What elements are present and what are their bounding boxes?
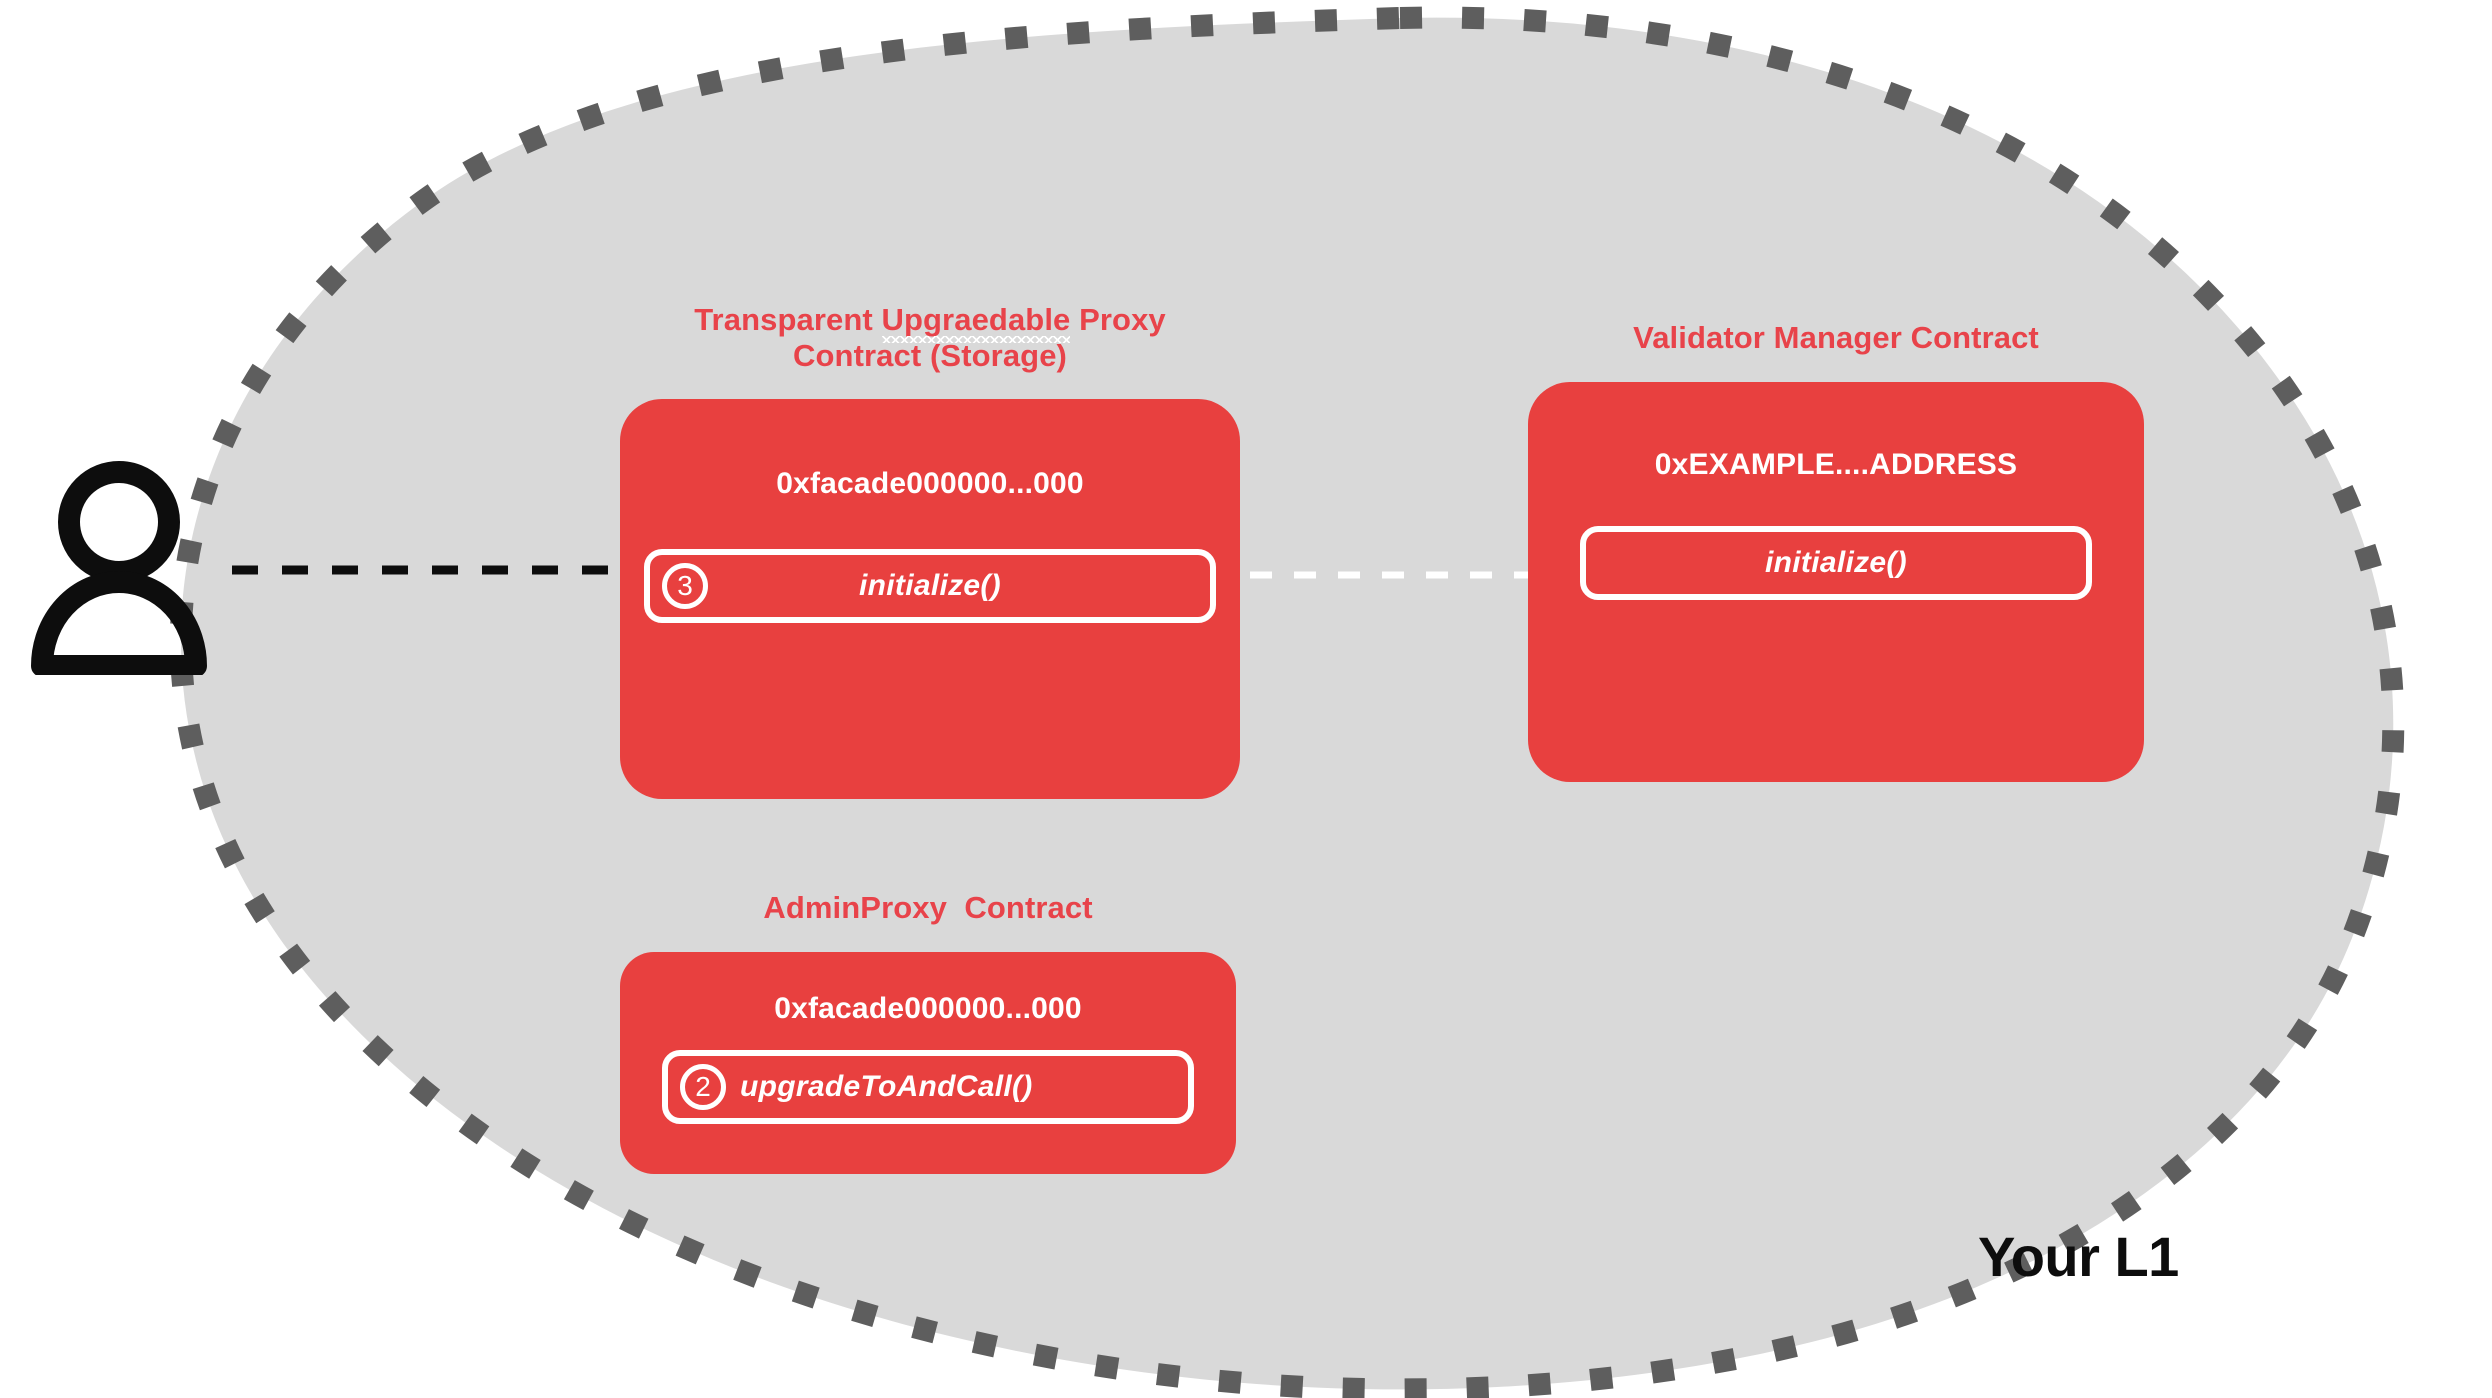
contract-admin-proxy: AdminProxy Contract 0xfacade000000...000… — [620, 890, 1236, 1175]
method-label-initialize: initialize() — [1765, 546, 1907, 580]
blob-dotted-border — [169, 6, 2405, 1398]
method-pill-upgrade-to-and-call[interactable]: 2 upgradeToAndCall() — [662, 1050, 1194, 1125]
contract-title-line-2: Contract (Storage) — [793, 338, 1067, 374]
contract-title-line-1: Validator Manager Contract — [1633, 320, 2039, 355]
contract-address-transparent-upgradeable-proxy: 0xfacade000000...000 — [776, 466, 1084, 500]
contract-address-admin-proxy: 0xfacade000000...000 — [774, 992, 1082, 1026]
method-label-upgrade-to-and-call: upgradeToAndCall() — [740, 1070, 1033, 1104]
step-badge-3: 3 — [662, 562, 708, 609]
user-person-icon — [31, 461, 207, 675]
l1-boundary-label: Your L1 — [1978, 1225, 2179, 1288]
spellcheck-squiggle: Upgraedable — [881, 302, 1071, 344]
contract-title-validator-manager: Validator Manager Contract — [1528, 320, 2144, 356]
contract-title-line-1: AdminProxy Contract — [763, 890, 1093, 925]
contract-title-admin-proxy: AdminProxy Contract — [620, 890, 1236, 926]
method-label-initialize: initialize() — [859, 568, 1001, 602]
method-pill-initialize-proxy[interactable]: 3 initialize() — [644, 548, 1216, 623]
contract-card-admin-proxy[interactable]: 0xfacade000000...000 2 upgradeToAndCall(… — [620, 952, 1236, 1175]
method-pill-initialize-validator-manager[interactable]: initialize() — [1580, 526, 2092, 601]
contract-address-validator-manager: 0xEXAMPLE....ADDRESS — [1654, 448, 2018, 482]
step-badge-2: 2 — [680, 1064, 726, 1111]
contract-card-transparent-upgradeable-proxy[interactable]: 0xfacade000000...000 3 initialize() — [620, 398, 1240, 799]
contract-validator-manager: Validator Manager Contract 0xEXAMPLE....… — [1528, 320, 2144, 783]
contract-card-validator-manager[interactable]: 0xEXAMPLE....ADDRESS initialize() — [1528, 382, 2144, 783]
contract-title-line-1: Transparent Upgraedable Proxy — [694, 302, 1166, 344]
